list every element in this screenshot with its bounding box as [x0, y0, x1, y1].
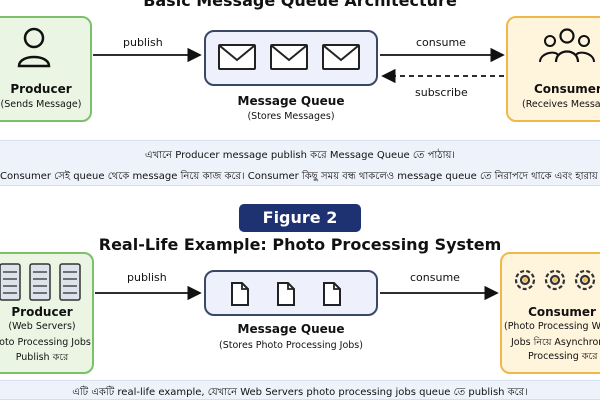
figure-2-badge: Figure 2: [239, 204, 361, 232]
consumer2-sub: (Photo Processing Work: [504, 321, 600, 332]
publish-label: publish: [123, 36, 163, 49]
diagram2-note: এটি একটি real-life example, যেখানে Web S…: [0, 380, 600, 400]
diagram1-title: Basic Message Queue Architecture: [143, 0, 457, 10]
queue-sub: (Stores Messages): [247, 111, 335, 122]
queue2-name: Message Queue: [237, 322, 345, 336]
consumer2-desc2: Processing করে: [528, 351, 598, 362]
consume-label: consume: [416, 36, 466, 49]
diagram1-note: এখানে Producer message publish করে Messa…: [0, 140, 600, 186]
note-line-2: Consumer সেই queue থেকে message নিয়ে কা…: [0, 171, 600, 182]
producer-sub: (Sends Message): [0, 99, 82, 110]
document-icon: [231, 282, 249, 306]
queue2-sub: (Stores Photo Processing Jobs): [219, 340, 363, 351]
note2-line-1: এটি একটি real-life example, যেখানে Web S…: [72, 387, 528, 398]
publish-label-2: publish: [127, 271, 167, 284]
producer2-name: Producer: [11, 305, 73, 319]
queue-name: Message Queue: [237, 94, 345, 108]
producer2-desc2: Publish করে: [15, 352, 69, 363]
gear-icon: [514, 269, 596, 291]
consumer-box: [506, 16, 600, 122]
consume-label-2: consume: [410, 271, 460, 284]
producer2-sub: (Web Servers): [8, 321, 76, 332]
subscribe-label: subscribe: [415, 86, 468, 99]
server-icon: [0, 263, 81, 301]
person-icon: [17, 27, 51, 68]
producer-box: [0, 16, 92, 122]
consumer-box-2: [500, 252, 600, 374]
consumer2-name: Consumer: [528, 305, 596, 319]
document-icon: [277, 282, 295, 306]
envelope-flaps: [219, 45, 359, 62]
producer-name: Producer: [10, 82, 72, 96]
consumer-name: Consumer: [534, 82, 600, 96]
group-icon: [539, 28, 595, 63]
document-icon: [323, 282, 341, 306]
consumer2-desc1: Jobs নিয়ে Asynchrono: [511, 337, 600, 348]
diagram2-arrows: [95, 285, 499, 301]
diagram1-arrows: [93, 47, 505, 84]
diagram2-title: Real-Life Example: Photo Processing Syst…: [98, 235, 502, 254]
note-line-1: এখানে Producer message publish করে Messa…: [144, 150, 456, 161]
producer2-desc1: hoto Processing Jobs: [0, 337, 91, 348]
consumer-sub: (Receives Messag: [522, 99, 600, 110]
